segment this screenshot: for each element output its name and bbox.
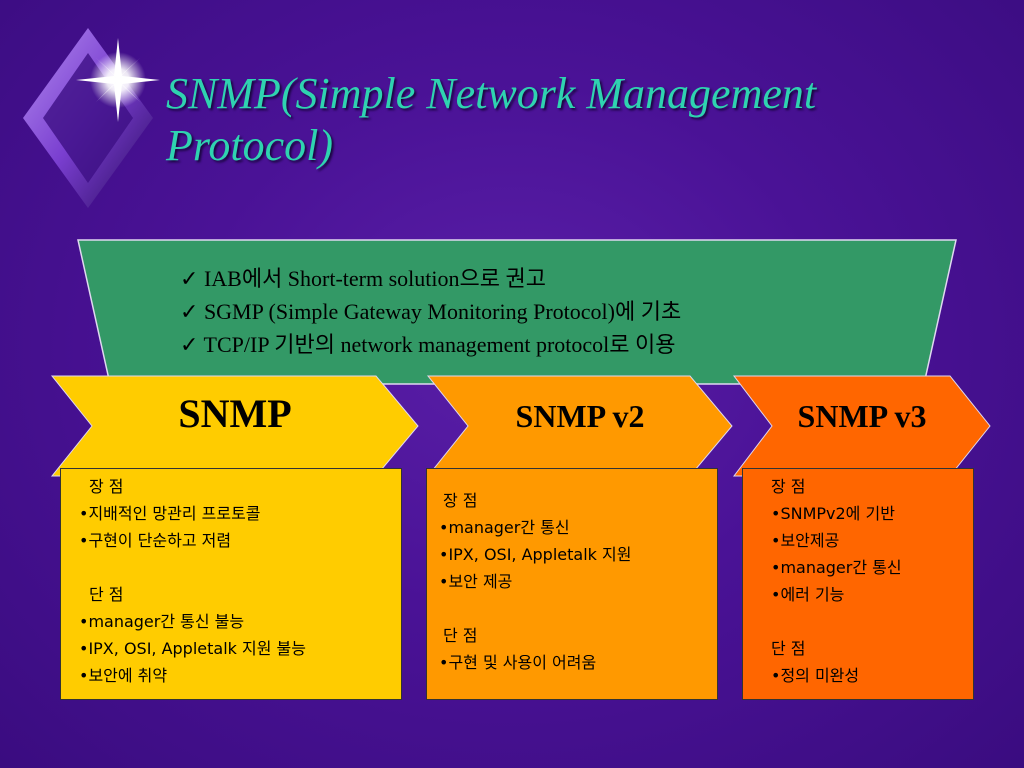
check-icon: ✓ bbox=[180, 266, 199, 291]
cons-heading: 단 점 bbox=[89, 585, 124, 604]
pros-heading: 장 점 bbox=[89, 477, 124, 496]
snmp-v3-detail-box: 장 점 •SNMPv2에 기반 •보안제공 •manager간 통신 •에러 기… bbox=[742, 468, 974, 700]
list-item: •구현 및 사용이 어려움 bbox=[439, 653, 597, 672]
check-icon: ✓ bbox=[180, 299, 199, 324]
list-item: •보안 제공 bbox=[439, 572, 513, 591]
pros-heading: 장 점 bbox=[771, 477, 806, 496]
list-item: •manager간 통신 불능 bbox=[79, 612, 245, 631]
list-item: •보안제공 bbox=[771, 531, 840, 550]
list-item: •보안에 취약 bbox=[79, 666, 168, 685]
banner-bullet-list: ✓ IAB에서 Short-term solution으로 권고 ✓ SGMP … bbox=[180, 262, 920, 361]
chevron-label-snmp: SNMP bbox=[178, 391, 292, 436]
list-item: •지배적인 망관리 프로토콜 bbox=[79, 504, 261, 523]
spacer bbox=[771, 608, 963, 635]
list-item: •IPX, OSI, Appletalk 지원 bbox=[439, 545, 632, 564]
snmp-detail-box: 장 점 •지배적인 망관리 프로토콜 •구현이 단순하고 저렴 단 점 •man… bbox=[60, 468, 402, 700]
chevron-label-snmp-v2: SNMP v2 bbox=[515, 398, 645, 434]
cons-heading: 단 점 bbox=[443, 626, 478, 645]
list-item: •구현이 단순하고 저렴 bbox=[79, 531, 232, 550]
list-item: •IPX, OSI, Appletalk 지원 불능 bbox=[79, 639, 306, 658]
check-icon: ✓ bbox=[180, 332, 199, 357]
banner-bullet: ✓ IAB에서 Short-term solution으로 권고 bbox=[180, 266, 546, 291]
list-item: •정의 미완성 bbox=[771, 666, 860, 685]
list-item: •에러 기능 bbox=[771, 585, 845, 604]
spacer bbox=[79, 554, 391, 581]
cons-heading: 단 점 bbox=[771, 639, 806, 658]
list-item: •SNMPv2에 기반 bbox=[771, 504, 895, 523]
diamond-star-icon bbox=[23, 28, 160, 208]
pros-heading: 장 점 bbox=[443, 491, 478, 510]
banner-bullet: ✓ TCP/IP 기반의 network management protocol… bbox=[180, 332, 676, 357]
banner-bullet: ✓ SGMP (Simple Gateway Monitoring Protoc… bbox=[180, 299, 682, 324]
list-item: •manager간 통신 bbox=[439, 518, 570, 537]
spacer bbox=[439, 595, 707, 622]
snmp-v2-detail-box: 장 점 •manager간 통신 •IPX, OSI, Appletalk 지원… bbox=[426, 468, 718, 700]
chevron-label-snmp-v3: SNMP v3 bbox=[797, 398, 927, 434]
list-item: •manager간 통신 bbox=[771, 558, 902, 577]
